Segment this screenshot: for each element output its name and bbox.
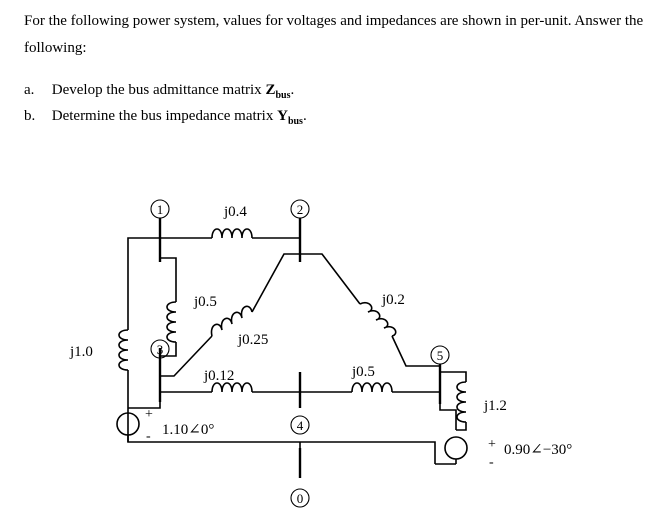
part-a-text: Develop the bus admittance matrix — [51, 82, 266, 98]
line-2-3 — [160, 253, 300, 377]
line-1-2 — [160, 228, 300, 239]
bus-5-label: 5 — [437, 348, 444, 363]
bus-labels — [150, 199, 450, 508]
source-3-minus: - — [146, 429, 151, 444]
bus-4-label: 4 — [297, 418, 304, 433]
part-b: b. Determine the bus impedance matrix Yb… — [24, 108, 307, 127]
part-b-text: Determine the bus impedance matrix — [51, 108, 278, 124]
part-b-symbol: Y — [277, 108, 288, 124]
part-a-label: a. — [24, 82, 35, 98]
bus-2-label: 2 — [297, 202, 304, 217]
z1g-label: j1.0 — [69, 344, 93, 360]
line-4-5 — [300, 382, 440, 393]
part-a-end: . — [290, 82, 295, 98]
part-a-subscript: bus — [275, 90, 291, 101]
source-5-label: 0.90∠−30° — [504, 442, 572, 458]
z45-label: j0.5 — [351, 364, 375, 380]
source-bus-5 — [435, 400, 468, 465]
z34-label: j0.12 — [203, 368, 234, 384]
part-b-end: . — [302, 108, 307, 124]
bus-3-label: 3 — [157, 342, 164, 357]
shunt-1-ground — [118, 237, 436, 464]
part-a: a. Develop the bus admittance matrix Zbu… — [24, 82, 294, 101]
source-bus-3 — [116, 398, 161, 442]
shunt-5-ground — [440, 371, 467, 431]
z5g-label: j1.2 — [483, 398, 507, 414]
problem-intro: For the following power system, values f… — [24, 13, 644, 56]
z12-label: j0.4 — [223, 204, 247, 220]
source-5-minus: - — [489, 455, 494, 470]
source-5-plus: + — [488, 437, 496, 452]
source-3-label: 1.10∠0° — [162, 422, 214, 438]
bus-1-label: 1 — [157, 202, 164, 217]
z25-label: j0.2 — [381, 292, 405, 308]
part-a-symbol: Z — [265, 82, 276, 98]
source-3-plus: + — [145, 407, 153, 422]
part-b-label: b. — [24, 108, 36, 124]
source-5-circle — [444, 436, 468, 460]
line-2-5 — [300, 253, 440, 367]
z23-label: j0.25 — [237, 332, 268, 348]
part-b-subscript: bus — [287, 116, 303, 127]
bus-0-label: 0 — [297, 491, 304, 506]
line-3-4 — [160, 382, 300, 393]
z13-label: j0.5 — [193, 294, 217, 310]
